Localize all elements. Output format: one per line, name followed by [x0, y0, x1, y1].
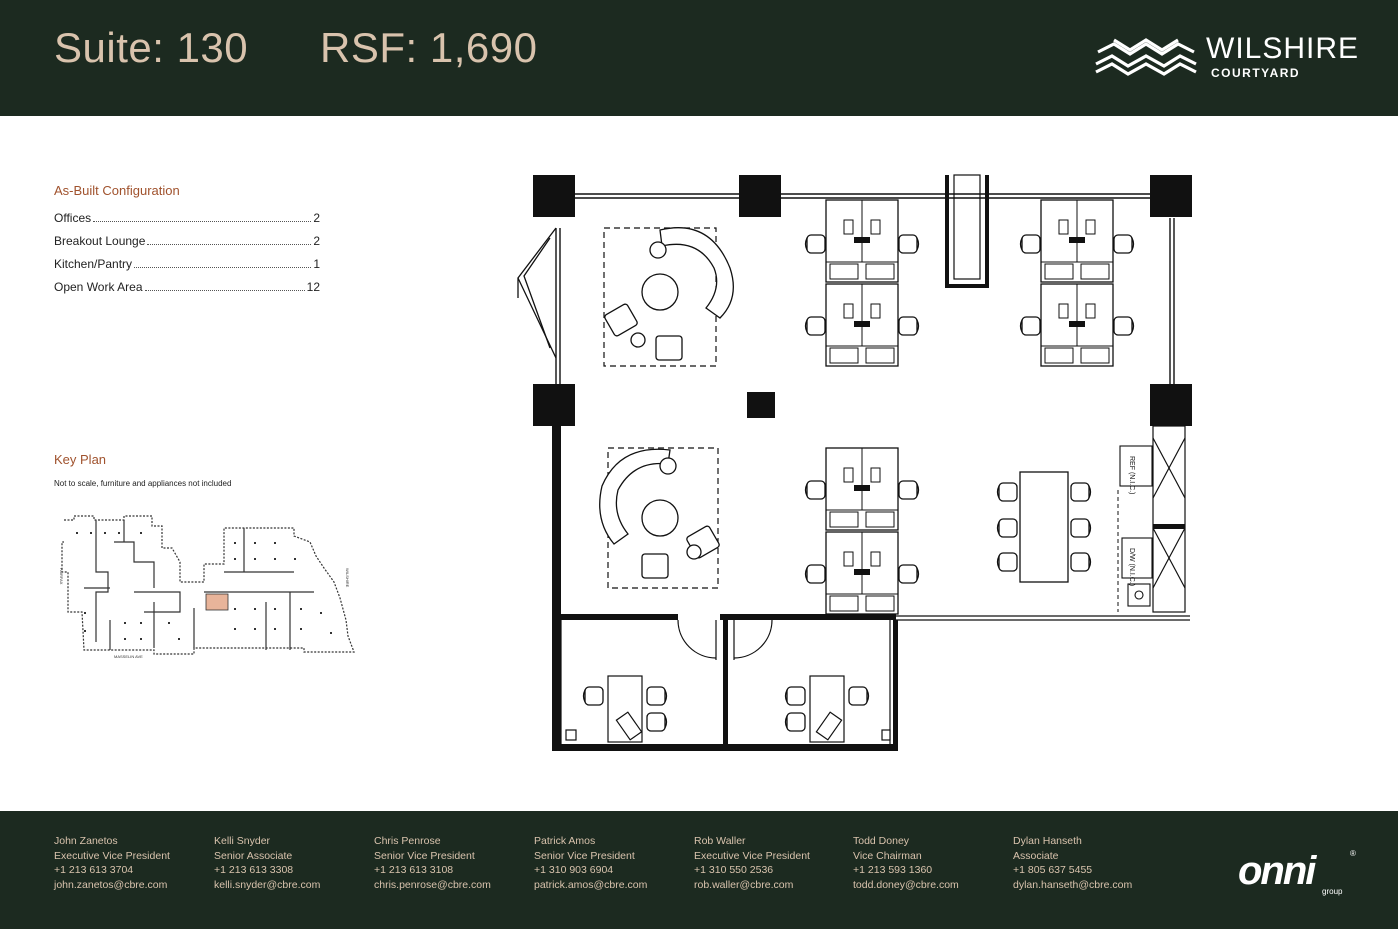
wilshire-courtyard-logo: WILSHIRE COURTYARD — [1092, 30, 1362, 90]
contact-phone[interactable]: +1 310 550 2536 — [694, 864, 774, 877]
rsf-value: RSF: 1,690 — [320, 24, 538, 71]
config-label: Offices — [54, 211, 92, 225]
header-bar: Suite: 130 RSF: 1,690 WILSHIRE COURTYARD — [0, 0, 1398, 116]
contact-email[interactable]: john.zanetos@cbre.com — [54, 878, 168, 891]
config-row: Breakout Lounge 2 — [54, 234, 320, 257]
logo-subtitle: COURTYARD — [1211, 66, 1301, 80]
contact-card: Todd Doney Vice Chairman +1 213 593 1360… — [853, 834, 1003, 892]
contact-email[interactable]: chris.penrose@cbre.com — [374, 878, 491, 891]
dw-label: D/W (N.I.C.) — [1128, 548, 1135, 586]
street-label-masselin: MASSELIN AVE — [114, 654, 143, 659]
config-value: 2 — [313, 234, 320, 248]
config-label: Kitchen/Pantry — [54, 257, 133, 271]
key-plan-title: Key Plan — [54, 452, 107, 467]
suite-highlight — [205, 593, 229, 611]
contact-name: John Zanetos — [54, 835, 118, 847]
config-label: Open Work Area — [54, 280, 143, 294]
contact-email[interactable]: todd.doney@cbre.com — [853, 878, 959, 891]
key-plan-note: Not to scale, furniture and appliances n… — [54, 479, 232, 488]
contact-phone[interactable]: +1 805 637 5455 — [1013, 864, 1093, 877]
contact-card: John Zanetos Executive Vice President +1… — [54, 834, 204, 892]
contact-email[interactable]: kelli.snyder@cbre.com — [214, 878, 321, 891]
contact-name: Dylan Hanseth — [1013, 835, 1082, 847]
wilshire-logo-icon — [1095, 38, 1197, 76]
contact-email[interactable]: dylan.hanseth@cbre.com — [1013, 878, 1133, 891]
registered-mark: ® — [1350, 849, 1356, 858]
contact-card: Kelli Snyder Senior Associate +1 213 613… — [214, 834, 364, 892]
leader-dots — [147, 244, 312, 245]
contact-email[interactable]: patrick.amos@cbre.com — [534, 878, 648, 891]
footer-bar: John Zanetos Executive Vice President +1… — [0, 811, 1398, 929]
contact-name: Rob Waller — [694, 835, 746, 847]
logo-wordmark: WILSHIRE — [1206, 32, 1360, 65]
contact-card: Patrick Amos Senior Vice President +1 31… — [534, 834, 684, 892]
config-row: Kitchen/Pantry 1 — [54, 257, 320, 280]
onni-subtitle: group — [1322, 887, 1343, 896]
contact-card: Chris Penrose Senior Vice President +1 2… — [374, 834, 524, 892]
leader-dots — [134, 267, 312, 268]
street-label-wilshire: WILSHIRE — [345, 568, 350, 588]
onni-wordmark: onni — [1238, 849, 1316, 893]
onni-group-logo: onni group ® — [1236, 849, 1366, 909]
contact-title: Senior Associate — [214, 849, 293, 862]
config-label: Breakout Lounge — [54, 234, 146, 248]
contact-title: Executive Vice President — [54, 849, 170, 862]
contact-title: Senior Vice President — [374, 849, 475, 862]
config-title: As-Built Configuration — [54, 183, 180, 198]
contact-title: Senior Vice President — [534, 849, 635, 862]
config-list: Offices 2 Breakout Lounge 2 Kitchen/Pant… — [54, 211, 320, 303]
contact-phone[interactable]: +1 213 613 3308 — [214, 864, 294, 877]
config-row: Offices 2 — [54, 211, 320, 234]
ref-label: REF (N.I.C.) — [1128, 456, 1135, 495]
street-label-fairfax: FAIRFAX — [59, 568, 64, 585]
contact-phone[interactable]: +1 213 613 3108 — [374, 864, 454, 877]
floor-plan: REF (N.I.C.) D/W (N.I.C.) — [517, 174, 1192, 751]
contact-card: Rob Waller Executive Vice President +1 3… — [694, 834, 844, 892]
contact-phone[interactable]: +1 213 593 1360 — [853, 864, 933, 877]
contact-phone[interactable]: +1 310 903 6904 — [534, 864, 614, 877]
key-plan-map: FAIRFAX WILSHIRE MASSELIN AVE — [59, 515, 355, 659]
contact-name: Patrick Amos — [534, 835, 596, 847]
config-row: Open Work Area 12 — [54, 280, 320, 303]
contact-card: Dylan Hanseth Associate +1 805 637 5455 … — [1013, 834, 1163, 892]
config-value: 1 — [313, 257, 320, 271]
contact-name: Chris Penrose — [374, 835, 441, 847]
contact-title: Executive Vice President — [694, 849, 810, 862]
config-value: 12 — [306, 280, 320, 294]
suite-number: Suite: 130 — [54, 24, 249, 71]
contact-phone[interactable]: +1 213 613 3704 — [54, 864, 134, 877]
config-value: 2 — [313, 211, 320, 225]
contact-name: Kelli Snyder — [214, 835, 271, 847]
contact-email[interactable]: rob.waller@cbre.com — [694, 878, 794, 891]
contact-title: Vice Chairman — [853, 849, 922, 862]
contact-title: Associate — [1013, 849, 1059, 862]
leader-dots — [144, 290, 305, 291]
leader-dots — [93, 221, 312, 222]
contact-name: Todd Doney — [853, 835, 910, 847]
